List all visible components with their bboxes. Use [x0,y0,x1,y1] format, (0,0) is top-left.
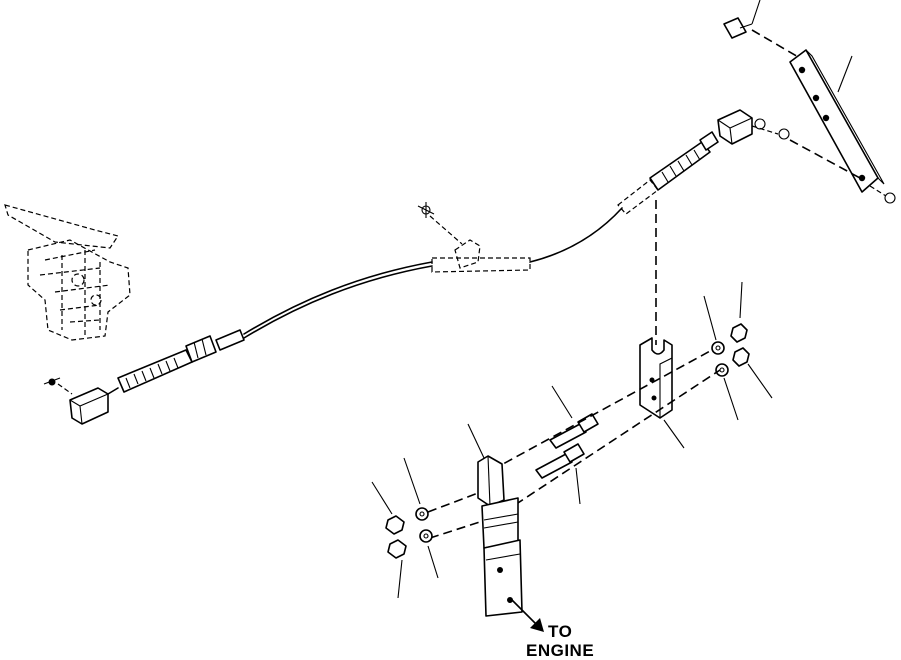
callout-line-2: ENGINE [526,641,594,660]
assembly-line-upper [491,349,713,471]
pedal-assembly [4,204,131,341]
left-hardware [371,457,439,599]
mounting-bracket [639,337,685,449]
lower-clevis [43,377,109,425]
right-hardware [703,281,773,421]
callout-line-1: TO [548,622,572,641]
engine-lever [467,423,523,617]
upper-cable [529,207,623,263]
control-cable [243,261,433,335]
upper-cable-end [617,131,719,215]
lower-cable-end [107,329,245,395]
upper-clevis [717,109,790,145]
assembly-line-lower [491,369,721,521]
to-engine-arrow [511,599,544,632]
upper-bracket [723,0,896,204]
ball-studs [535,385,599,505]
cable-clamp [417,202,531,273]
